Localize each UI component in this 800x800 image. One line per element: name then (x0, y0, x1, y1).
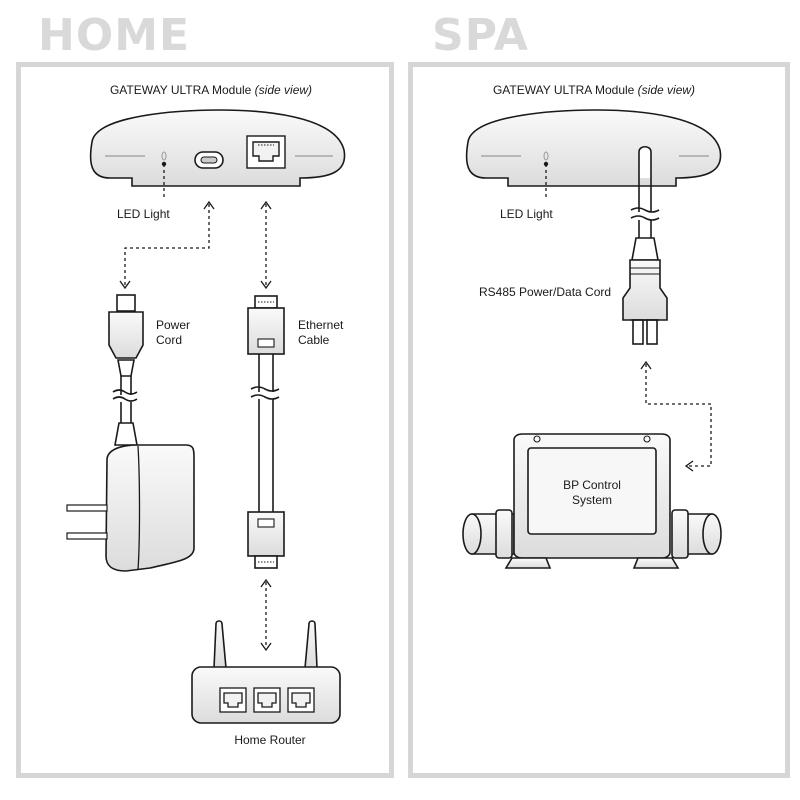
power-cord-cable (112, 376, 138, 446)
bp-control-label: BP Control System (528, 478, 656, 508)
ethernet-cable-label-line1: Ethernet (298, 318, 344, 332)
rs485-cord-label: RS485 Power/Data Cord (479, 285, 612, 299)
power-cord-label-line2: Cord (156, 333, 183, 347)
home-gateway-module (89, 109, 346, 187)
control-connection-arrow (645, 364, 712, 467)
home-module-name: GATEWAY ULTRA Module (109, 83, 252, 97)
home-module-title: GATEWAY ULTRA Module (side view) (110, 83, 312, 98)
bp-control-label-line2: System (571, 493, 612, 507)
power-adapter (66, 444, 195, 572)
power-cord-label: Power Cord (156, 318, 190, 348)
ethernet-cable (247, 295, 285, 569)
power-cord-plug (108, 294, 144, 377)
bp-control-system (462, 433, 722, 569)
spa-module-view: (side view) (637, 83, 696, 97)
spa-gateway-module (465, 109, 722, 187)
spa-module-title: GATEWAY ULTRA Module (side view) (493, 83, 695, 98)
spa-led-label: LED Light (500, 207, 553, 221)
power-connection-arrow (124, 204, 210, 285)
home-heading: HOME (38, 10, 191, 61)
router-ports (219, 687, 315, 713)
spa-module-name: GATEWAY ULTRA Module (492, 83, 635, 97)
home-led-label: LED Light (117, 207, 170, 221)
home-gateway-usb-port (194, 151, 224, 169)
bp-control-label-line1: BP Control (563, 478, 621, 492)
spa-led-pointer (543, 161, 549, 200)
home-module-view: (side view) (254, 83, 313, 97)
ethernet-cable-label: Ethernet Cable (298, 318, 343, 348)
power-cord-label-line1: Power (156, 318, 191, 332)
rs485-cord (622, 145, 668, 345)
home-router-label: Home Router (234, 733, 306, 747)
home-gateway-ethernet-port (246, 135, 286, 169)
home-led-pointer (161, 161, 167, 200)
ethernet-cable-label-line2: Cable (298, 333, 330, 347)
spa-heading: SPA (432, 10, 529, 61)
